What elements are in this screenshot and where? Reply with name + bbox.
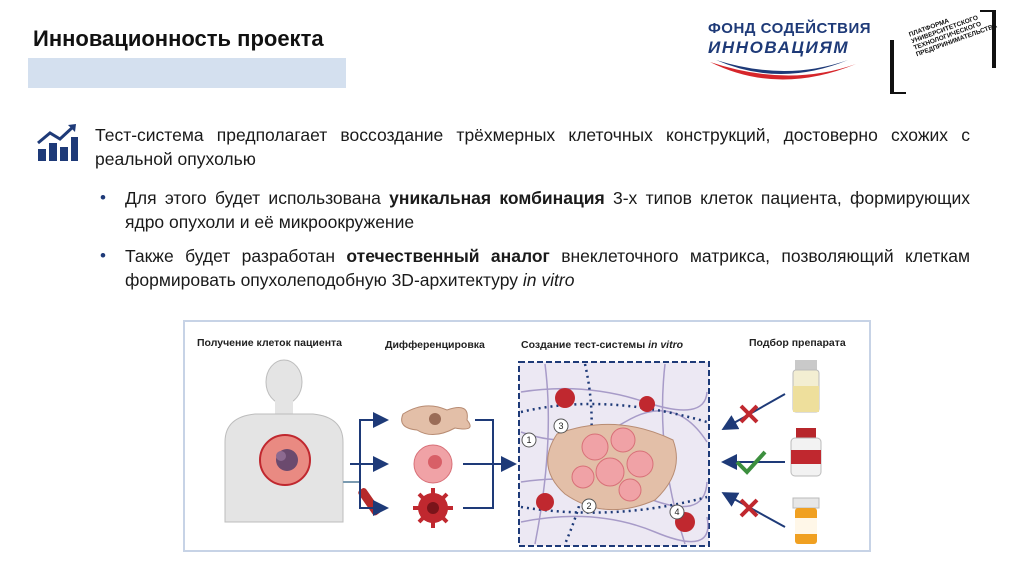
figure-label-drug-selection: Подбор препарата: [749, 337, 846, 349]
fibroblast-cell: [402, 406, 471, 435]
growth-chart-icon: [36, 123, 78, 161]
bullet2-bold-phrase: отечественный аналог: [346, 246, 549, 266]
tumor-cell: [414, 445, 452, 483]
fund-logo-swoosh: [708, 58, 858, 98]
fund-logo-line1: ФОНД СОДЕЙСТВИЯ: [708, 20, 871, 37]
figure-label-patient-cells: Получение клеток пациента: [197, 337, 342, 349]
bullet-dot: •: [100, 186, 106, 210]
figure-label-test-system-italic: in vitro: [648, 339, 683, 351]
drug-vial-1: [793, 360, 819, 412]
fund-logo: ФОНД СОДЕЙСТВИЯ ИННОВАЦИЯМ: [708, 14, 858, 94]
reject-cross-icon: [741, 406, 757, 422]
intro-paragraph: Тест-система предполагает воссоздание тр…: [95, 123, 970, 171]
marker-1: 1: [526, 435, 531, 445]
title-underline-bar: [28, 58, 346, 88]
immune-cell: [413, 488, 453, 528]
bullet1-text-start: Для этого будет использована: [125, 188, 389, 208]
figure-label-differentiation: Дифференцировка: [385, 339, 485, 351]
marker-3: 3: [558, 421, 563, 431]
drug-vial-2: [791, 428, 821, 476]
platform-logo: ПЛАТФОРМА УНИВЕРСИТЕТСКОГО ТЕХНОЛОГИЧЕСК…: [888, 10, 998, 94]
bullet-text: Также будет разработан отечественный ана…: [125, 244, 970, 292]
drug-vial-3: [793, 498, 819, 544]
workflow-illustration: 1 2 3 4: [185, 322, 869, 550]
marker-2: 2: [586, 501, 591, 511]
marker-4: 4: [674, 507, 679, 517]
reject-cross-icon: [741, 500, 757, 516]
bullet2-italic-phrase: in vitro: [523, 270, 575, 290]
bullet1-bold-phrase: уникальная комбинация: [389, 188, 605, 208]
workflow-figure: 1 2 3 4: [183, 320, 871, 552]
figure-label-test-system: Создание тест-системы in vitro: [521, 339, 683, 351]
page-title: Инновационность проекта: [33, 26, 324, 52]
figure-label-test-system-text: Создание тест-системы: [521, 339, 648, 351]
test-system-construct: 1 2 3 4: [519, 362, 709, 546]
bullet-text: Для этого будет использована уникальная …: [125, 186, 970, 234]
fund-logo-line2: ИННОВАЦИЯМ: [708, 38, 849, 58]
bullet-dot: •: [100, 244, 106, 268]
patient-figure: [225, 360, 382, 522]
bullet2-text-start: Также будет разработан: [125, 246, 346, 266]
